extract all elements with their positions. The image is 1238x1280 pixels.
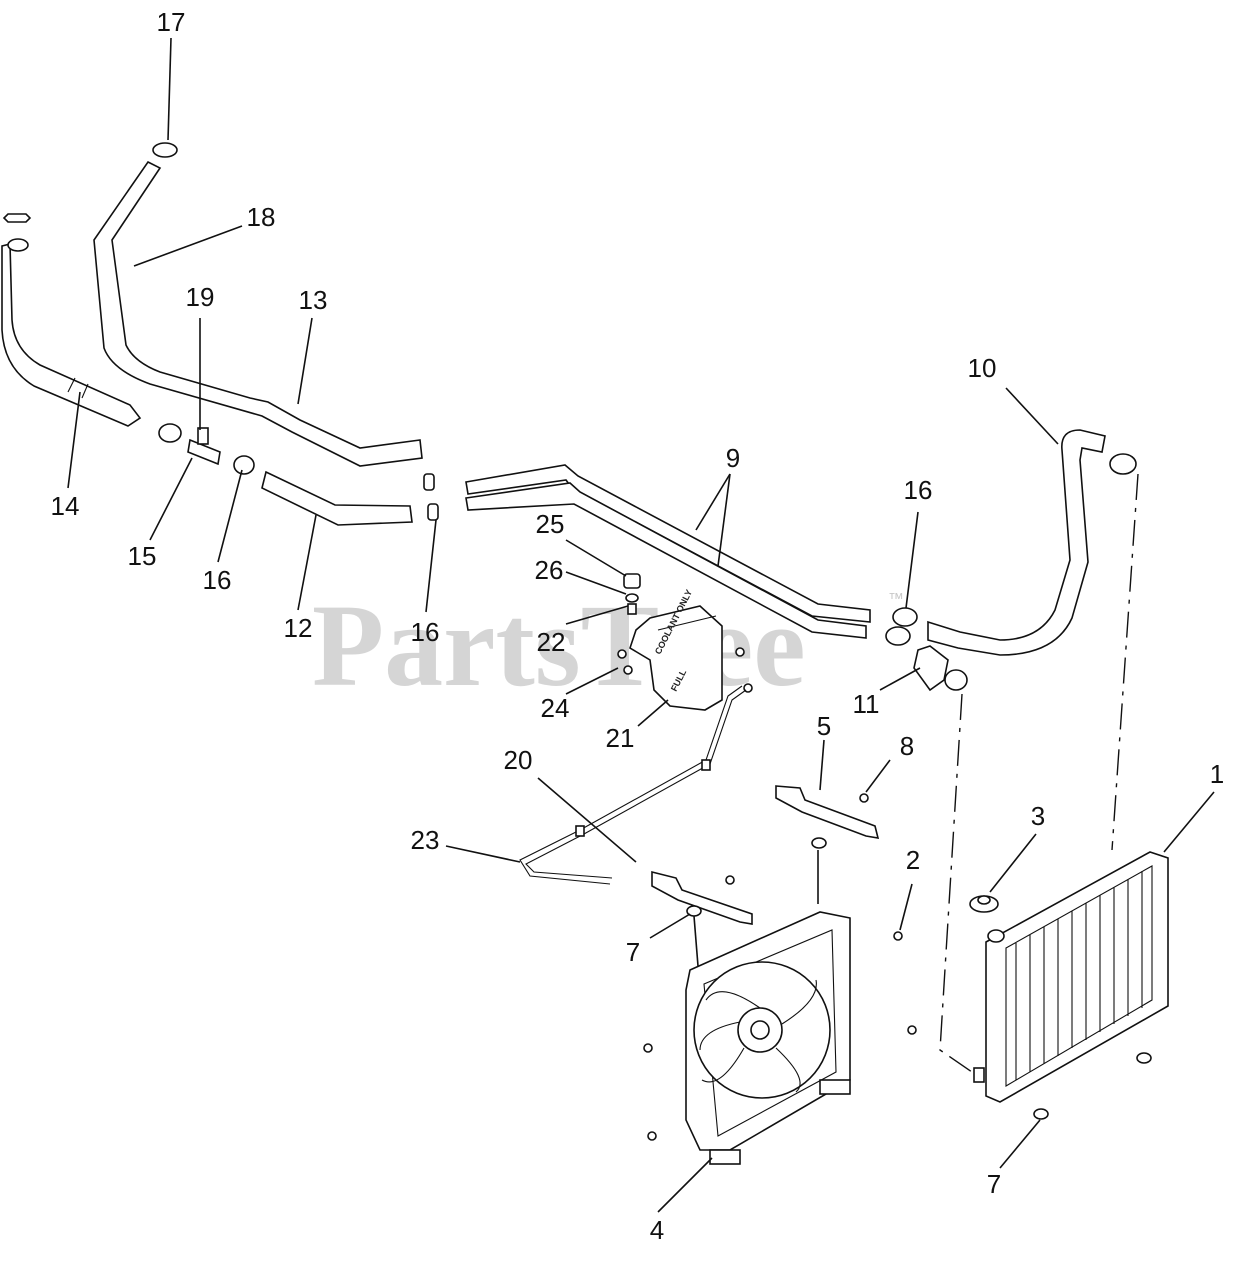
bracket-5-upper: [775, 785, 880, 839]
overflow-hose-23: [519, 685, 747, 885]
callout-18: 18: [247, 202, 276, 232]
callout-21: 21: [606, 723, 635, 753]
leader-lines: [67, 37, 1215, 1213]
watermark-tm: ™: [888, 591, 904, 608]
hose-10-11: [913, 429, 1106, 692]
radiator-cap-3: [969, 895, 999, 913]
watermark: PartsTree: [312, 580, 806, 711]
callout-2: 2: [906, 845, 920, 875]
callout-7-left: 7: [626, 937, 640, 967]
radiator-1: [973, 851, 1169, 1103]
callout-7-bottom: 7: [987, 1169, 1001, 1199]
screws-24: [617, 647, 753, 693]
hose-18-13: [93, 142, 423, 467]
callout-19: 19: [186, 282, 215, 312]
callout-23: 23: [411, 825, 440, 855]
callout-12: 12: [284, 613, 313, 643]
callout-15: 15: [128, 541, 157, 571]
callout-16-right: 16: [904, 475, 933, 505]
hose-14: [1, 213, 142, 427]
callout-24: 24: [541, 693, 570, 723]
grommets-7: [686, 837, 1152, 1120]
callout-3: 3: [1031, 801, 1045, 831]
callout-16-left: 16: [203, 565, 232, 595]
callout-8: 8: [900, 731, 914, 761]
clamps-16-right: [885, 607, 918, 646]
clamp-16-left: [233, 455, 255, 475]
callout-5: 5: [817, 711, 831, 741]
bolts-8: [643, 793, 917, 1141]
callout-14: 14: [51, 491, 80, 521]
callout-10: 10: [968, 353, 997, 383]
callout-1: 1: [1210, 759, 1224, 789]
bracket-5-lower: [651, 870, 753, 925]
callout-25: 25: [536, 509, 565, 539]
fan-shroud-4: [685, 911, 851, 1165]
clamp-top-right: [1109, 453, 1137, 475]
callout-17: 17: [157, 7, 186, 37]
cap-25: [623, 573, 641, 589]
tee-19: [187, 427, 221, 466]
clamps-16-middle: [423, 473, 439, 521]
callout-22: 22: [537, 627, 566, 657]
tubes-9: [465, 464, 871, 639]
hose-12: [261, 470, 413, 526]
callout-11: 11: [853, 689, 880, 719]
callout-26: 26: [535, 555, 564, 585]
callout-4: 4: [650, 1215, 664, 1245]
clamp-11: [944, 669, 968, 691]
clamp-15: [158, 423, 182, 443]
gasket-26: [625, 593, 639, 603]
callout-9: 9: [726, 443, 740, 473]
fitting-22: [627, 603, 637, 615]
callout-20: 20: [504, 745, 533, 775]
callout-13: 13: [299, 285, 328, 315]
callout-16-middle: 16: [411, 617, 440, 647]
